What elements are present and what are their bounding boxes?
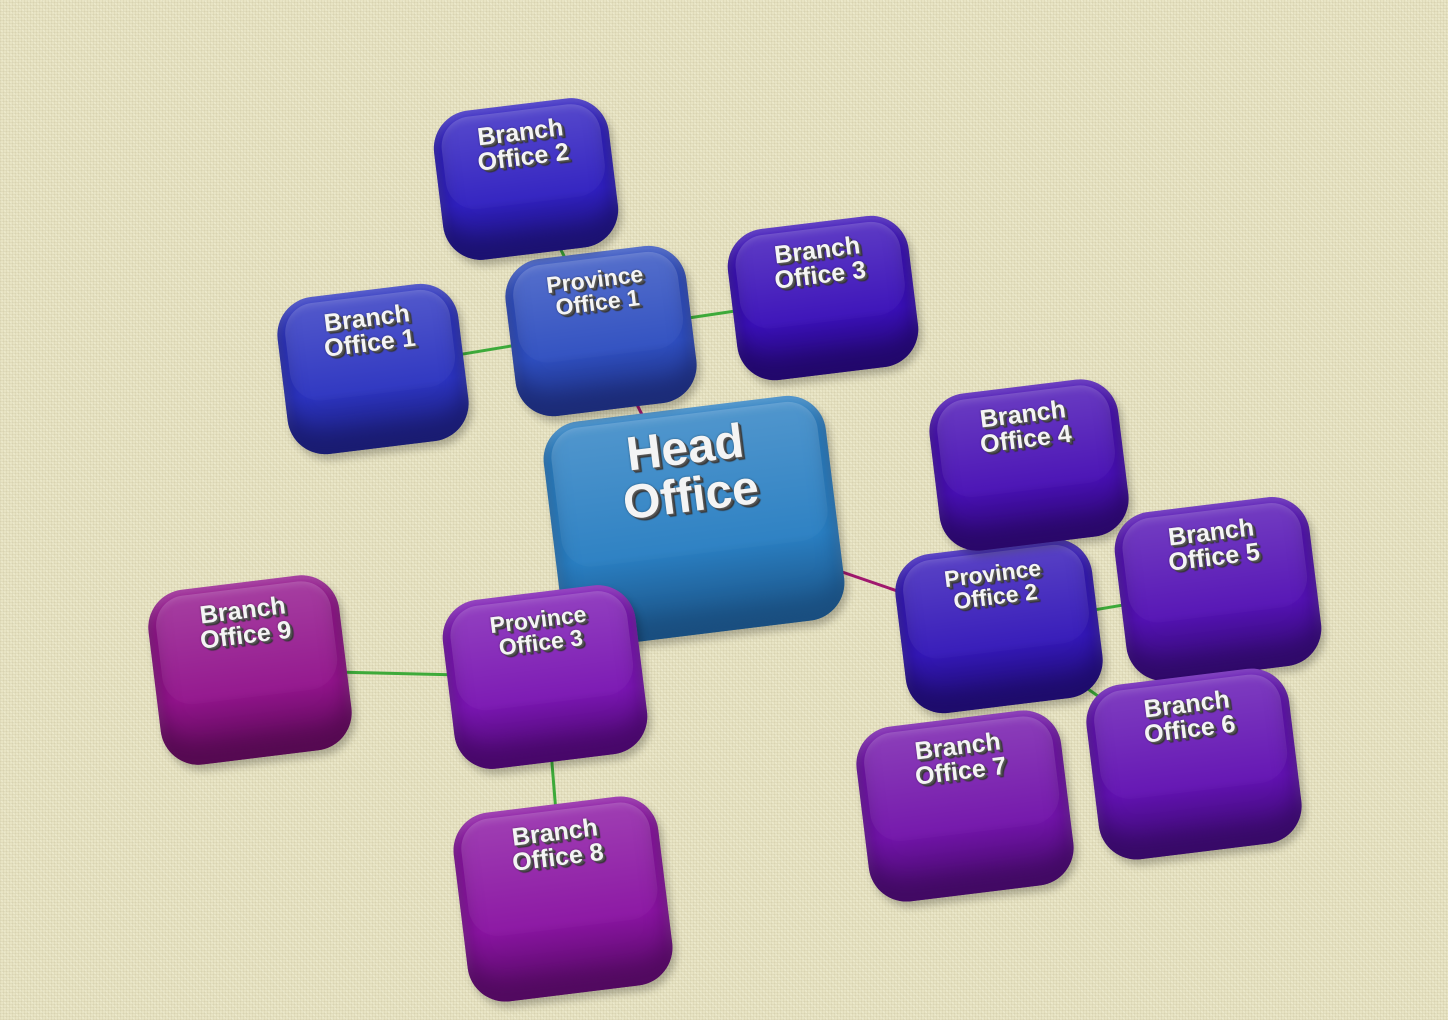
province-office-3-node: ProvinceOffice 3 [438, 580, 652, 774]
branch-office-3-label: BranchOffice 3 [772, 231, 868, 295]
branch-office-2-label: BranchOffice 2 [475, 113, 571, 177]
branch-office-9-node: BranchOffice 9 [143, 570, 357, 770]
province-office-2-label: ProvinceOffice 2 [942, 554, 1043, 615]
branch-office-5-label: BranchOffice 5 [1166, 513, 1262, 577]
branch-office-6-node: BranchOffice 6 [1082, 664, 1306, 864]
province-office-3-label: ProvinceOffice 3 [488, 600, 588, 661]
branch-office-4-label: BranchOffice 4 [978, 395, 1074, 459]
branch-office-2-node: BranchOffice 2 [429, 93, 623, 265]
province-office-2-node: ProvinceOffice 2 [890, 534, 1108, 718]
branch-office-1-label: BranchOffice 1 [322, 299, 418, 363]
head-office-label: HeadOffice [620, 414, 762, 531]
branch-office-5-node: BranchOffice 5 [1110, 492, 1326, 686]
province-office-1-node: ProvinceOffice 1 [501, 241, 701, 421]
branch-office-1-node: BranchOffice 1 [273, 279, 473, 459]
branch-office-6-label: BranchOffice 6 [1142, 685, 1237, 749]
branch-office-8-label: BranchOffice 8 [510, 813, 606, 877]
branch-office-9-label: BranchOffice 9 [198, 591, 293, 655]
branch-office-8-node: BranchOffice 8 [449, 792, 677, 1006]
branch-office-7-label: BranchOffice 7 [913, 727, 1008, 791]
province-office-1-label: ProvinceOffice 1 [544, 260, 645, 321]
branch-office-3-node: BranchOffice 3 [723, 211, 923, 385]
branch-office-7-node: BranchOffice 7 [852, 706, 1078, 906]
branch-office-4-node: BranchOffice 4 [925, 375, 1133, 555]
